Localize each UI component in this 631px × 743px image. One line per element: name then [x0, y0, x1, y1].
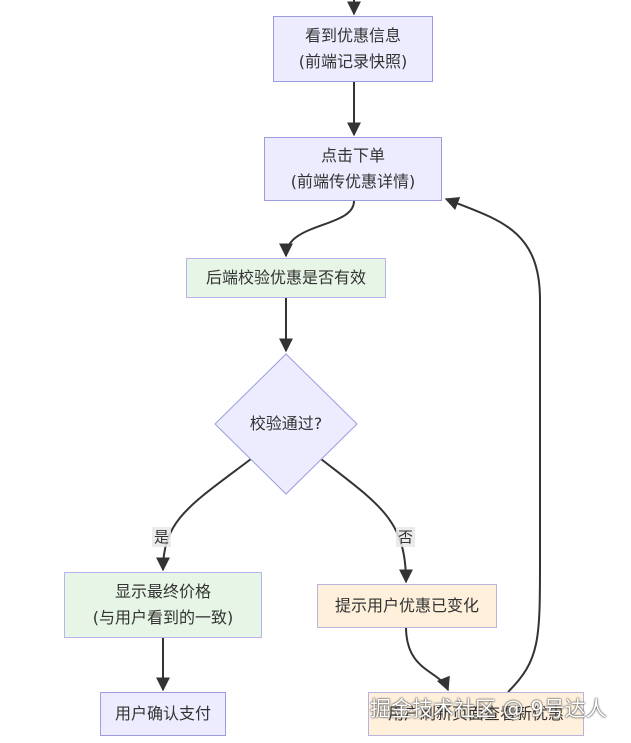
- edge-decision-no: [320, 458, 413, 584]
- node-backend-check-label: 后端校验优惠是否有效: [205, 268, 366, 287]
- node-show-price: 显示最终价格 (与用户看到的一致): [64, 572, 262, 638]
- node-show-price-line2: (与用户看到的一致): [92, 608, 234, 627]
- node-place-order: 点击下单 (前端传优惠详情): [264, 137, 442, 201]
- decision-label: 校验通过?: [249, 414, 323, 433]
- node-refresh-label: 用户刷新页面查看新优惠: [387, 704, 564, 723]
- edge-prompt-to-refresh: [405, 626, 450, 692]
- edge-decision-yes: [156, 458, 252, 572]
- watermark: 掘金技术社区 @ 9号达人: [370, 697, 607, 721]
- node-confirm-pay-label: 用户确认支付: [114, 704, 211, 723]
- node-place-order-line2: (前端传优惠详情): [290, 172, 416, 191]
- edge-label-no: 否: [396, 527, 416, 547]
- node-backend-check: 后端校验优惠是否有效: [186, 258, 386, 298]
- node-see-promo-line1: 看到优惠信息: [304, 26, 401, 45]
- node-see-promo: 看到优惠信息 (前端记录快照): [273, 16, 433, 82]
- node-prompt-change-label: 提示用户优惠已变化: [334, 596, 479, 615]
- node-place-order-line1: 点击下单: [320, 146, 385, 165]
- edge-order-to-check: [279, 200, 355, 258]
- node-see-promo-line2: (前端记录快照): [298, 52, 408, 71]
- node-prompt-change: 提示用户优惠已变化: [317, 584, 497, 628]
- decision-diamond: [214, 353, 358, 495]
- node-refresh: 用户刷新页面查看新优惠: [368, 692, 584, 736]
- edge-label-yes: 是: [152, 527, 172, 547]
- node-show-price-line1: 显示最终价格: [114, 582, 211, 601]
- node-confirm-pay: 用户确认支付: [100, 692, 226, 736]
- edge-refresh-loop: [444, 197, 541, 693]
